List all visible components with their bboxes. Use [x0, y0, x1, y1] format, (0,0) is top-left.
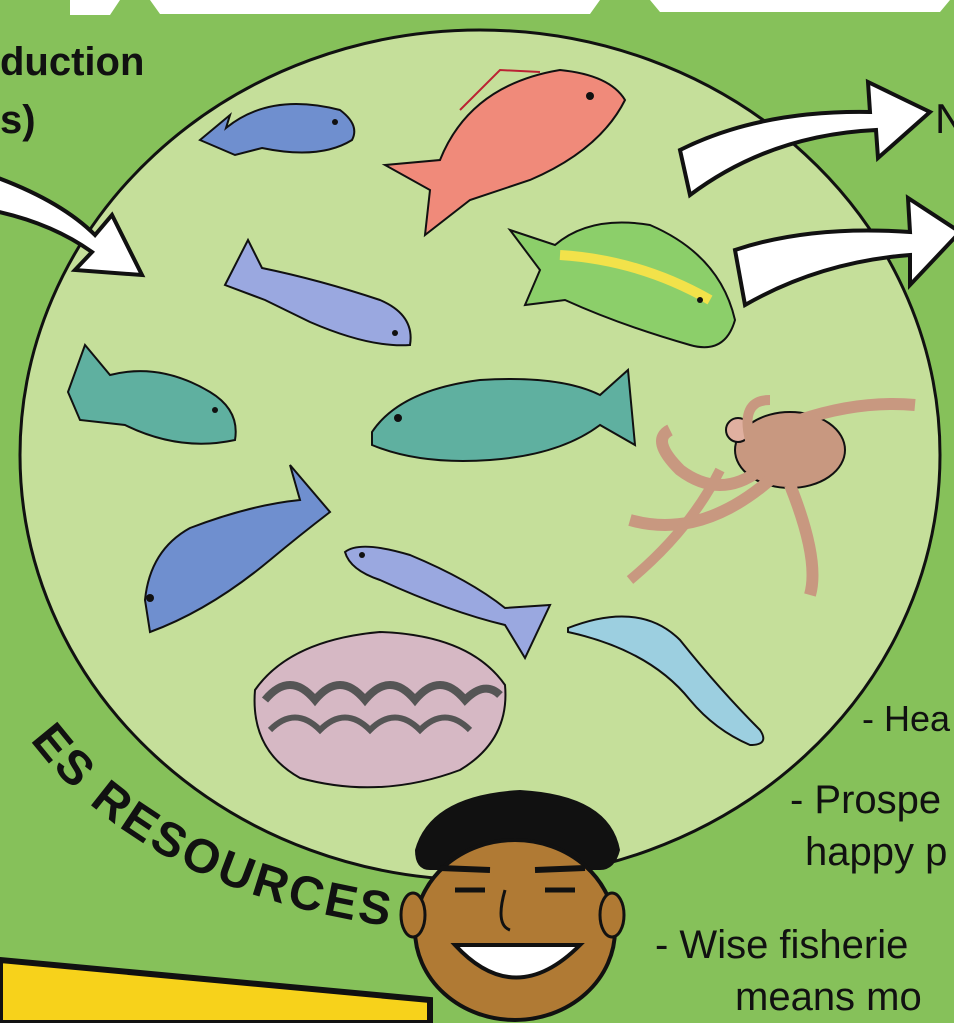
bullet-prosperous-cont: happy p [805, 830, 948, 874]
bullet-wise-fisheries: - Wise fisherie [655, 923, 909, 967]
red-snapper-icon [381, 68, 627, 238]
green-parrotfish-icon [507, 221, 737, 349]
blue-trevally-large-icon [143, 464, 332, 634]
silver-sardine-2-icon [343, 545, 552, 661]
spotted-grouper-large-icon [371, 367, 637, 462]
bullet-wise-fisheries-cont: means mo [735, 975, 922, 1019]
bullet-prosperous: - Prospe [790, 778, 942, 822]
top-left-text-line1: duction [0, 40, 145, 84]
spotted-grouper-small-icon [66, 343, 237, 445]
outgoing-arrow-2 [732, 194, 954, 309]
incoming-arrow [0, 176, 146, 278]
giant-clam-icon [253, 630, 507, 789]
silver-sardine-icon [223, 237, 412, 347]
blue-trevally-icon [198, 103, 356, 157]
bullet-healthy: - Hea [862, 698, 951, 739]
smiling-man-icon [399, 790, 626, 1022]
top-left-text-line2: s) [0, 98, 36, 142]
title-remnant [70, 0, 950, 15]
arrow-text: N [935, 95, 954, 142]
outgoing-arrow-1 [677, 78, 934, 199]
octopus-icon [626, 395, 916, 597]
eel-icon [567, 615, 765, 747]
yellow-banner [0, 956, 433, 1023]
